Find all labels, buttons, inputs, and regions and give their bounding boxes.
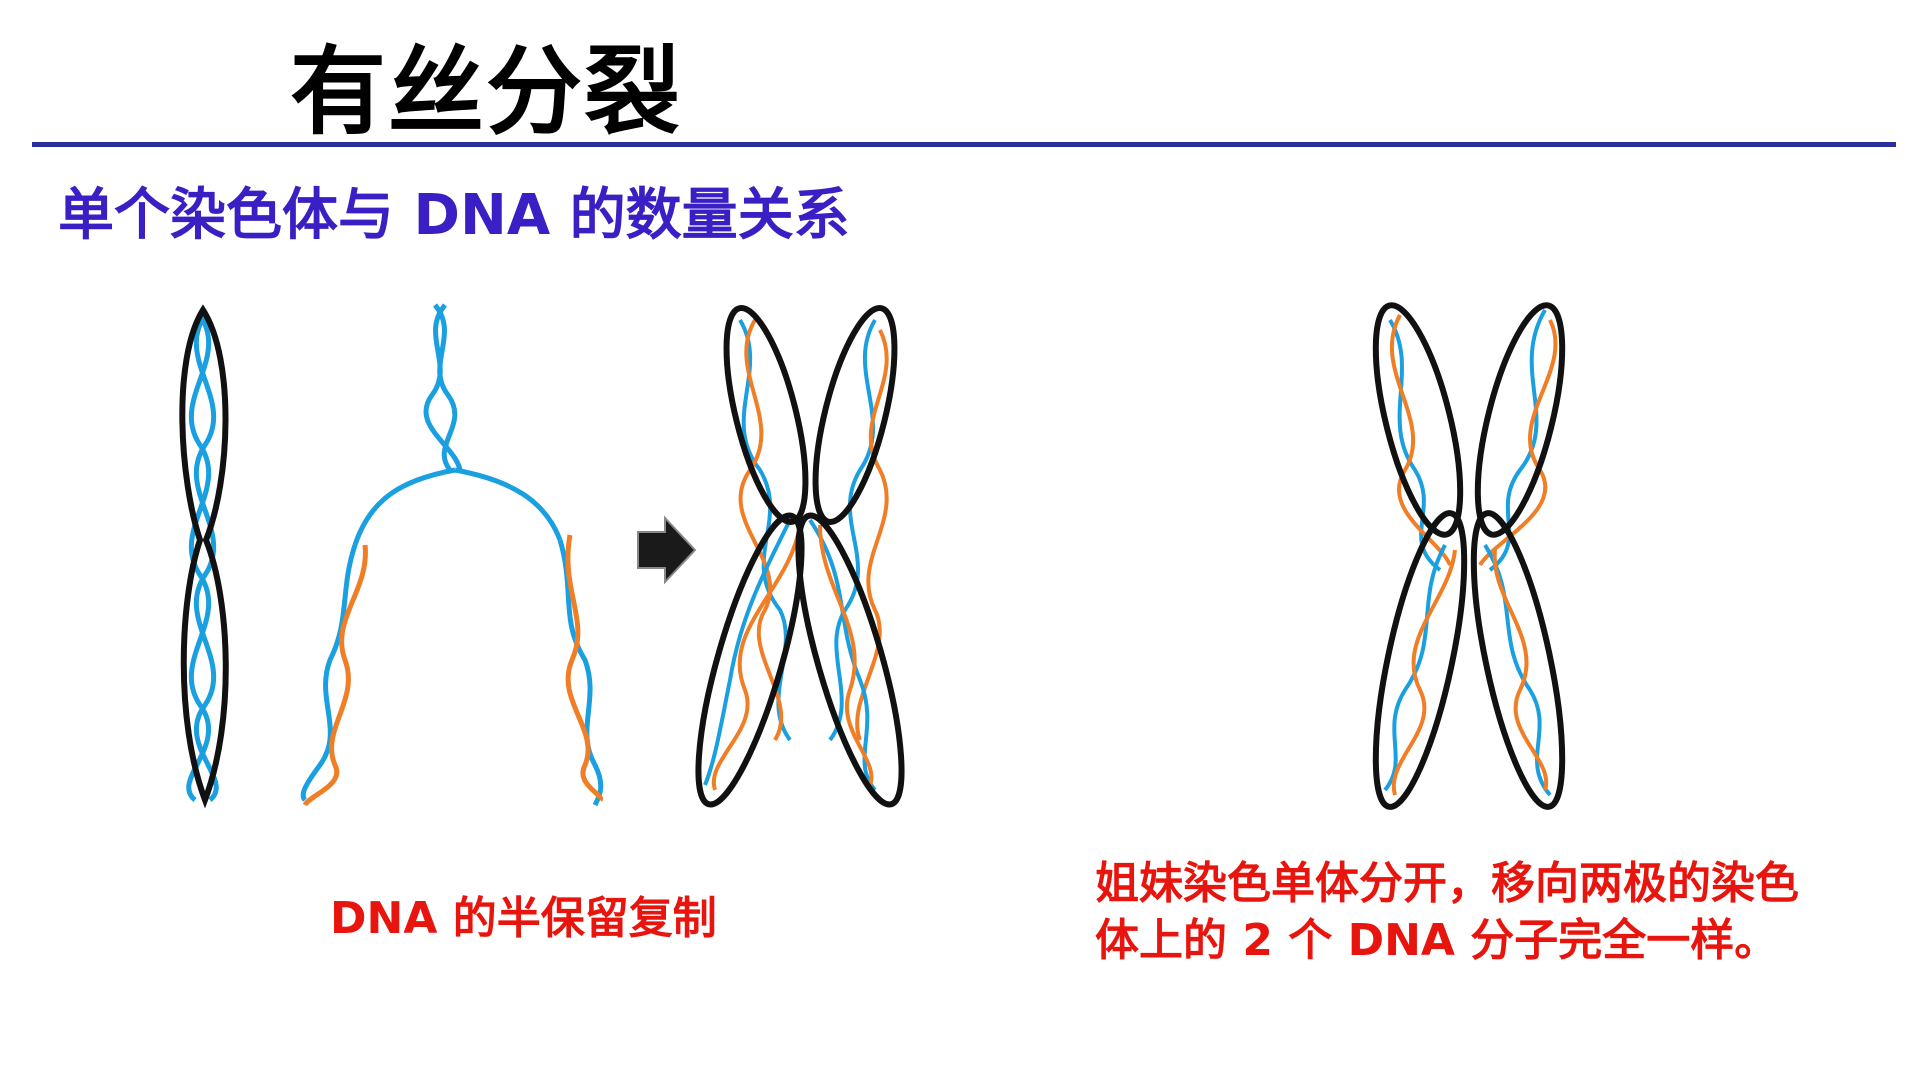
caption-semiconservative-replication: DNA 的半保留复制 [330, 890, 717, 947]
replication-fork [303, 305, 601, 805]
chromatid-strand-orange-3 [714, 525, 800, 790]
separated-chromatids [1358, 298, 1581, 814]
fork-left-new-strand [305, 545, 365, 805]
chromatid-outline-upper-left [710, 301, 821, 529]
replicated-chromosome [678, 301, 922, 813]
chromatid-strand-blue-4 [810, 520, 875, 790]
fork-left-arm [355, 470, 455, 545]
chromatid-outline-lower-right [778, 507, 922, 813]
unreplicated-chromosome [182, 310, 225, 800]
right-arrow-icon [638, 518, 695, 582]
chromatid-strand-orange-2 [857, 330, 887, 740]
separated-outline-upper-left [1358, 298, 1477, 542]
fork-right-arm [455, 470, 560, 540]
separated-outline-upper-right [1460, 298, 1579, 542]
chromatid-outline-upper-right [799, 301, 910, 529]
caption-sister-chromatid-separation: 姐妹染色单体分开，移向两极的染色体上的 2 个 DNA 分子完全一样。 [1095, 855, 1815, 969]
fork-right-new-strand [568, 535, 601, 800]
separated-strand-blue-4 [1485, 545, 1550, 795]
separated-outline-lower-right [1456, 507, 1581, 814]
